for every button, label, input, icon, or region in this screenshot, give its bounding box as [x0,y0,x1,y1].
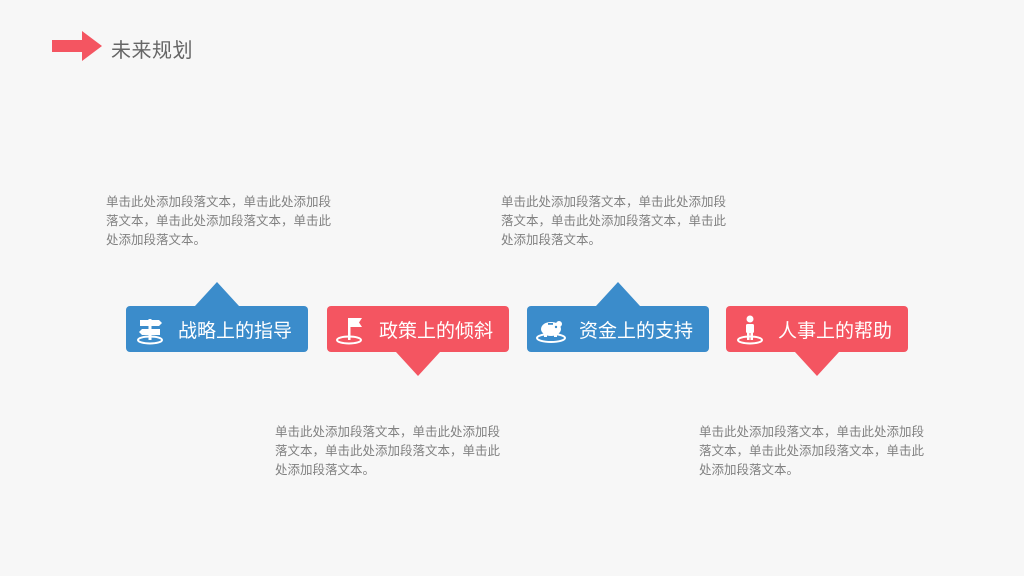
pointer-up [596,282,640,306]
paragraph-strategy: 单击此处添加段落文本，单击此处添加段落文本，单击此处添加段落文本，单击此处添加段… [106,194,332,247]
flag-icon [336,318,362,345]
tag-label: 战略上的指导 [178,319,293,342]
paragraph-personnel: 单击此处添加段落文本，单击此处添加段落文本，单击此处添加段落文本，单击此处添加段… [699,424,925,477]
piggy-bank-icon [536,321,566,343]
person-icon [737,315,763,345]
pointer-down [795,352,839,376]
paragraph-funding: 单击此处添加段落文本，单击此处添加段落文本，单击此处添加段落文本，单击此处添加段… [501,194,727,247]
tag-label: 人事上的帮助 [778,319,893,342]
tag-policy: 政策上的倾斜 [327,306,509,376]
tag-label: 政策上的倾斜 [379,319,494,342]
pointer-down [396,352,440,376]
arrow-right-icon [52,31,102,61]
tag-label: 资金上的支持 [579,319,694,342]
paragraph-policy: 单击此处添加段落文本，单击此处添加段落文本，单击此处添加段落文本，单击此处添加段… [275,424,501,477]
tag-personnel: 人事上的帮助 [726,306,908,376]
signpost-icon [137,319,163,345]
page-title: 未来规划 [111,38,193,62]
tag-strategy: 战略上的指导 [126,282,308,352]
tag-funding: 资金上的支持 [527,282,709,352]
pointer-up [195,282,239,306]
